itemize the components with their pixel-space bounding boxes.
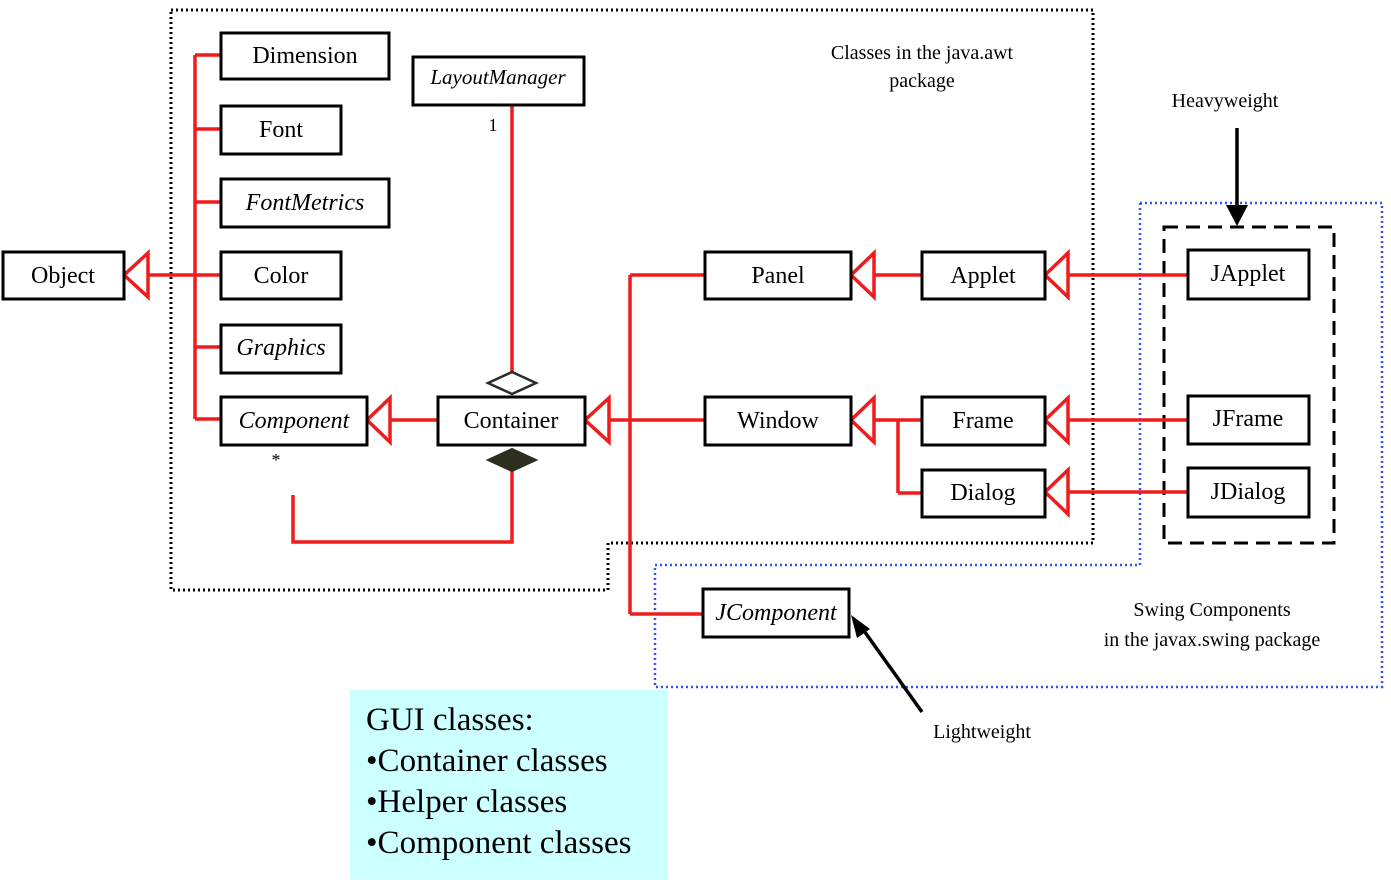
component-inheritance-arrow [364,393,392,447]
legend-item-container: •Container classes [366,743,608,779]
class-frame: Frame [920,395,1047,447]
class-jframe: JFrame [1186,394,1311,446]
svg-text:JComponent: JComponent [715,600,838,626]
svg-text:Dimension: Dimension [252,43,357,69]
heavyweight-label: Heavyweight [1172,90,1279,112]
svg-text:Color: Color [254,263,309,289]
svg-text:Dialog: Dialog [950,480,1015,506]
class-dimension: Dimension [219,31,391,81]
heavyweight-arrowhead [1226,205,1248,226]
svg-text:Container: Container [464,408,559,434]
swing-package-border [653,201,1384,689]
svg-text:LayoutManager: LayoutManager [429,65,566,89]
svg-text:JFrame: JFrame [1213,406,1284,432]
class-fontmetrics: FontMetrics [219,177,391,229]
svg-text:Frame: Frame [952,408,1013,434]
svg-text:Window: Window [737,408,819,434]
layoutmanager-multiplicity: 1 [489,115,498,135]
class-container: Container [436,395,587,447]
class-graphics: Graphics [219,323,343,375]
class-object: Object [1,250,126,301]
container-subclass-lines [609,273,705,616]
composition-diamond [485,447,539,473]
svg-text:JDialog: JDialog [1211,479,1286,505]
swing-package-label-line1: Swing Components [1133,599,1290,621]
window-subclass-lines [874,418,922,495]
legend-title: GUI classes: [366,702,534,738]
legend-item-component: •Component classes [366,825,632,861]
svg-text:Component: Component [239,408,351,434]
svg-text:Graphics: Graphics [236,335,325,361]
component-composition-line [291,471,514,544]
heavyweight-group-border [1162,225,1336,545]
dialog-inheritance-arrow [1042,465,1070,519]
gui-classes-legend: GUI classes: •Container classes •Helper … [350,690,668,880]
lightweight-label: Lightweight [933,721,1031,743]
svg-text:FontMetrics: FontMetrics [245,190,365,216]
panel-inheritance-arrow [848,248,876,302]
class-dialog: Dialog [920,468,1047,519]
awt-package-border [169,8,1095,592]
svg-text:Font: Font [259,117,303,143]
class-panel: Panel [703,250,853,301]
frame-inheritance-arrow [1042,393,1070,447]
awt-package-label-line2: package [889,70,955,92]
class-jdialog: JDialog [1186,466,1311,519]
class-layoutmanager: LayoutManager [411,55,586,107]
class-jcomponent: JComponent [701,587,851,639]
class-japplet: JApplet [1186,248,1311,301]
lightweight-arrow-line [860,626,924,714]
svg-text:Applet: Applet [950,263,1016,289]
class-window: Window [703,395,853,447]
object-inheritance-arrow [121,249,150,301]
class-color: Color [219,250,343,301]
class-font: Font [219,104,343,156]
swing-package-label-line2: in the javax.swing package [1104,629,1321,651]
window-inheritance-arrow [848,393,876,447]
lightweight-arrowhead [851,615,870,638]
svg-text:Panel: Panel [751,263,805,289]
applet-inheritance-arrow [1042,248,1070,302]
helper-inheritance-lines [148,53,221,421]
class-applet: Applet [920,250,1047,301]
awt-package-label-line1: Classes in the java.awt [831,42,1014,64]
aggregation-diamond [484,370,540,396]
component-multiplicity: * [272,450,281,470]
class-component: Component [219,395,369,447]
svg-text:JApplet: JApplet [1211,261,1286,287]
svg-text:Object: Object [31,263,95,289]
container-inheritance-arrow [582,394,611,446]
legend-item-helper: •Helper classes [366,784,568,820]
